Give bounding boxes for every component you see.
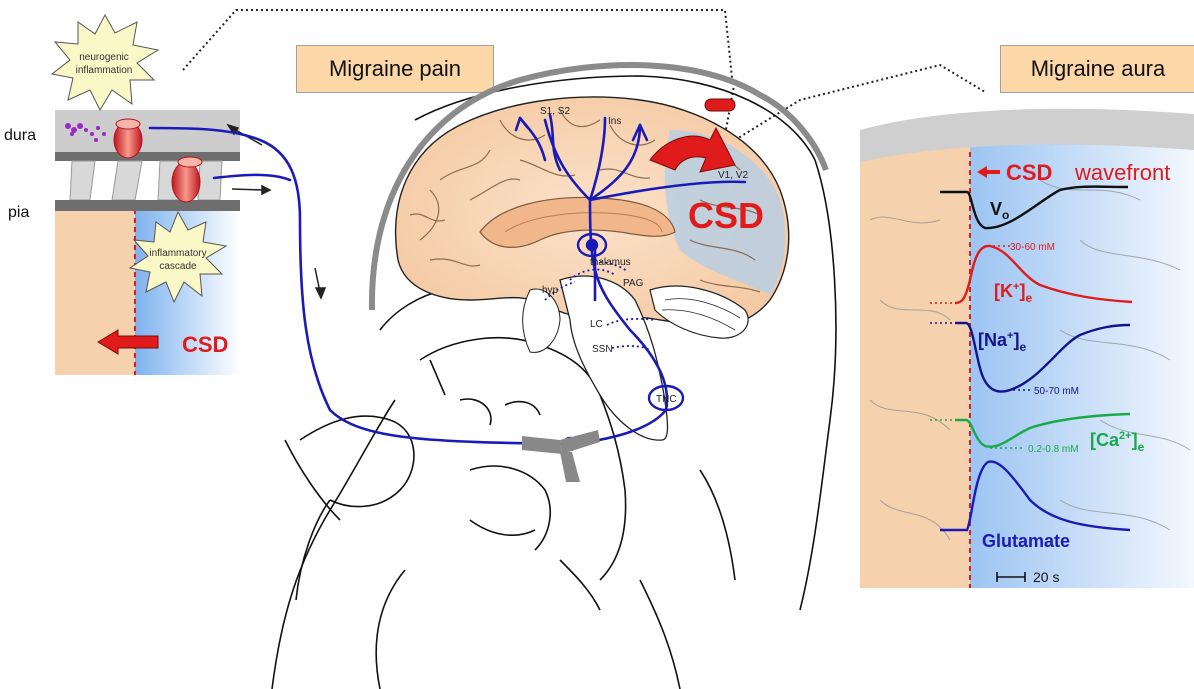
scale-label: 20 s <box>1033 569 1059 585</box>
aura-panel: CSD wavefront Vo 30-60 mM [K+]e [Na+]e 5… <box>860 109 1194 588</box>
inset-csd-label: CSD <box>182 332 228 357</box>
v1v2-label: V1, V2 <box>718 170 748 181</box>
brain-csd-label: CSD <box>688 195 764 236</box>
burst-top-line1: neurogenic <box>79 52 128 63</box>
dura-label: dura <box>4 127 36 144</box>
tnc-label: TNC <box>656 394 677 405</box>
ssn-label: SSN <box>592 344 613 355</box>
na-range-label: 50-70 mM <box>1034 386 1079 397</box>
brain <box>396 97 789 440</box>
burst-mid-line2: cascade <box>159 261 197 272</box>
ca-range-label: 0.2-0.8 mM <box>1028 444 1079 455</box>
wavefront-label: wavefront <box>1074 160 1170 185</box>
meninges-inset: neurogenic inflammation inflammatory cas… <box>4 15 325 375</box>
k-range-label: 30-60 mM <box>1010 242 1055 253</box>
burst-mid-line1: inflammatory <box>149 248 206 259</box>
burst-top-line2: inflammation <box>76 65 133 76</box>
trigeminal-ganglion-shape <box>522 430 600 482</box>
skull-vessel <box>705 99 735 111</box>
lc-label: LC <box>590 319 603 330</box>
hyp-label: hyp <box>542 285 559 296</box>
glutamate-label: Glutamate <box>982 531 1070 551</box>
ins-label: Ins <box>608 116 621 127</box>
pia-label: pia <box>8 204 29 221</box>
s1s2-label: S1, S2 <box>540 106 570 117</box>
pag-label: PAG <box>623 278 644 289</box>
aura-csd-label: CSD <box>1006 160 1052 185</box>
thalamus-label: thalamus <box>590 257 631 268</box>
